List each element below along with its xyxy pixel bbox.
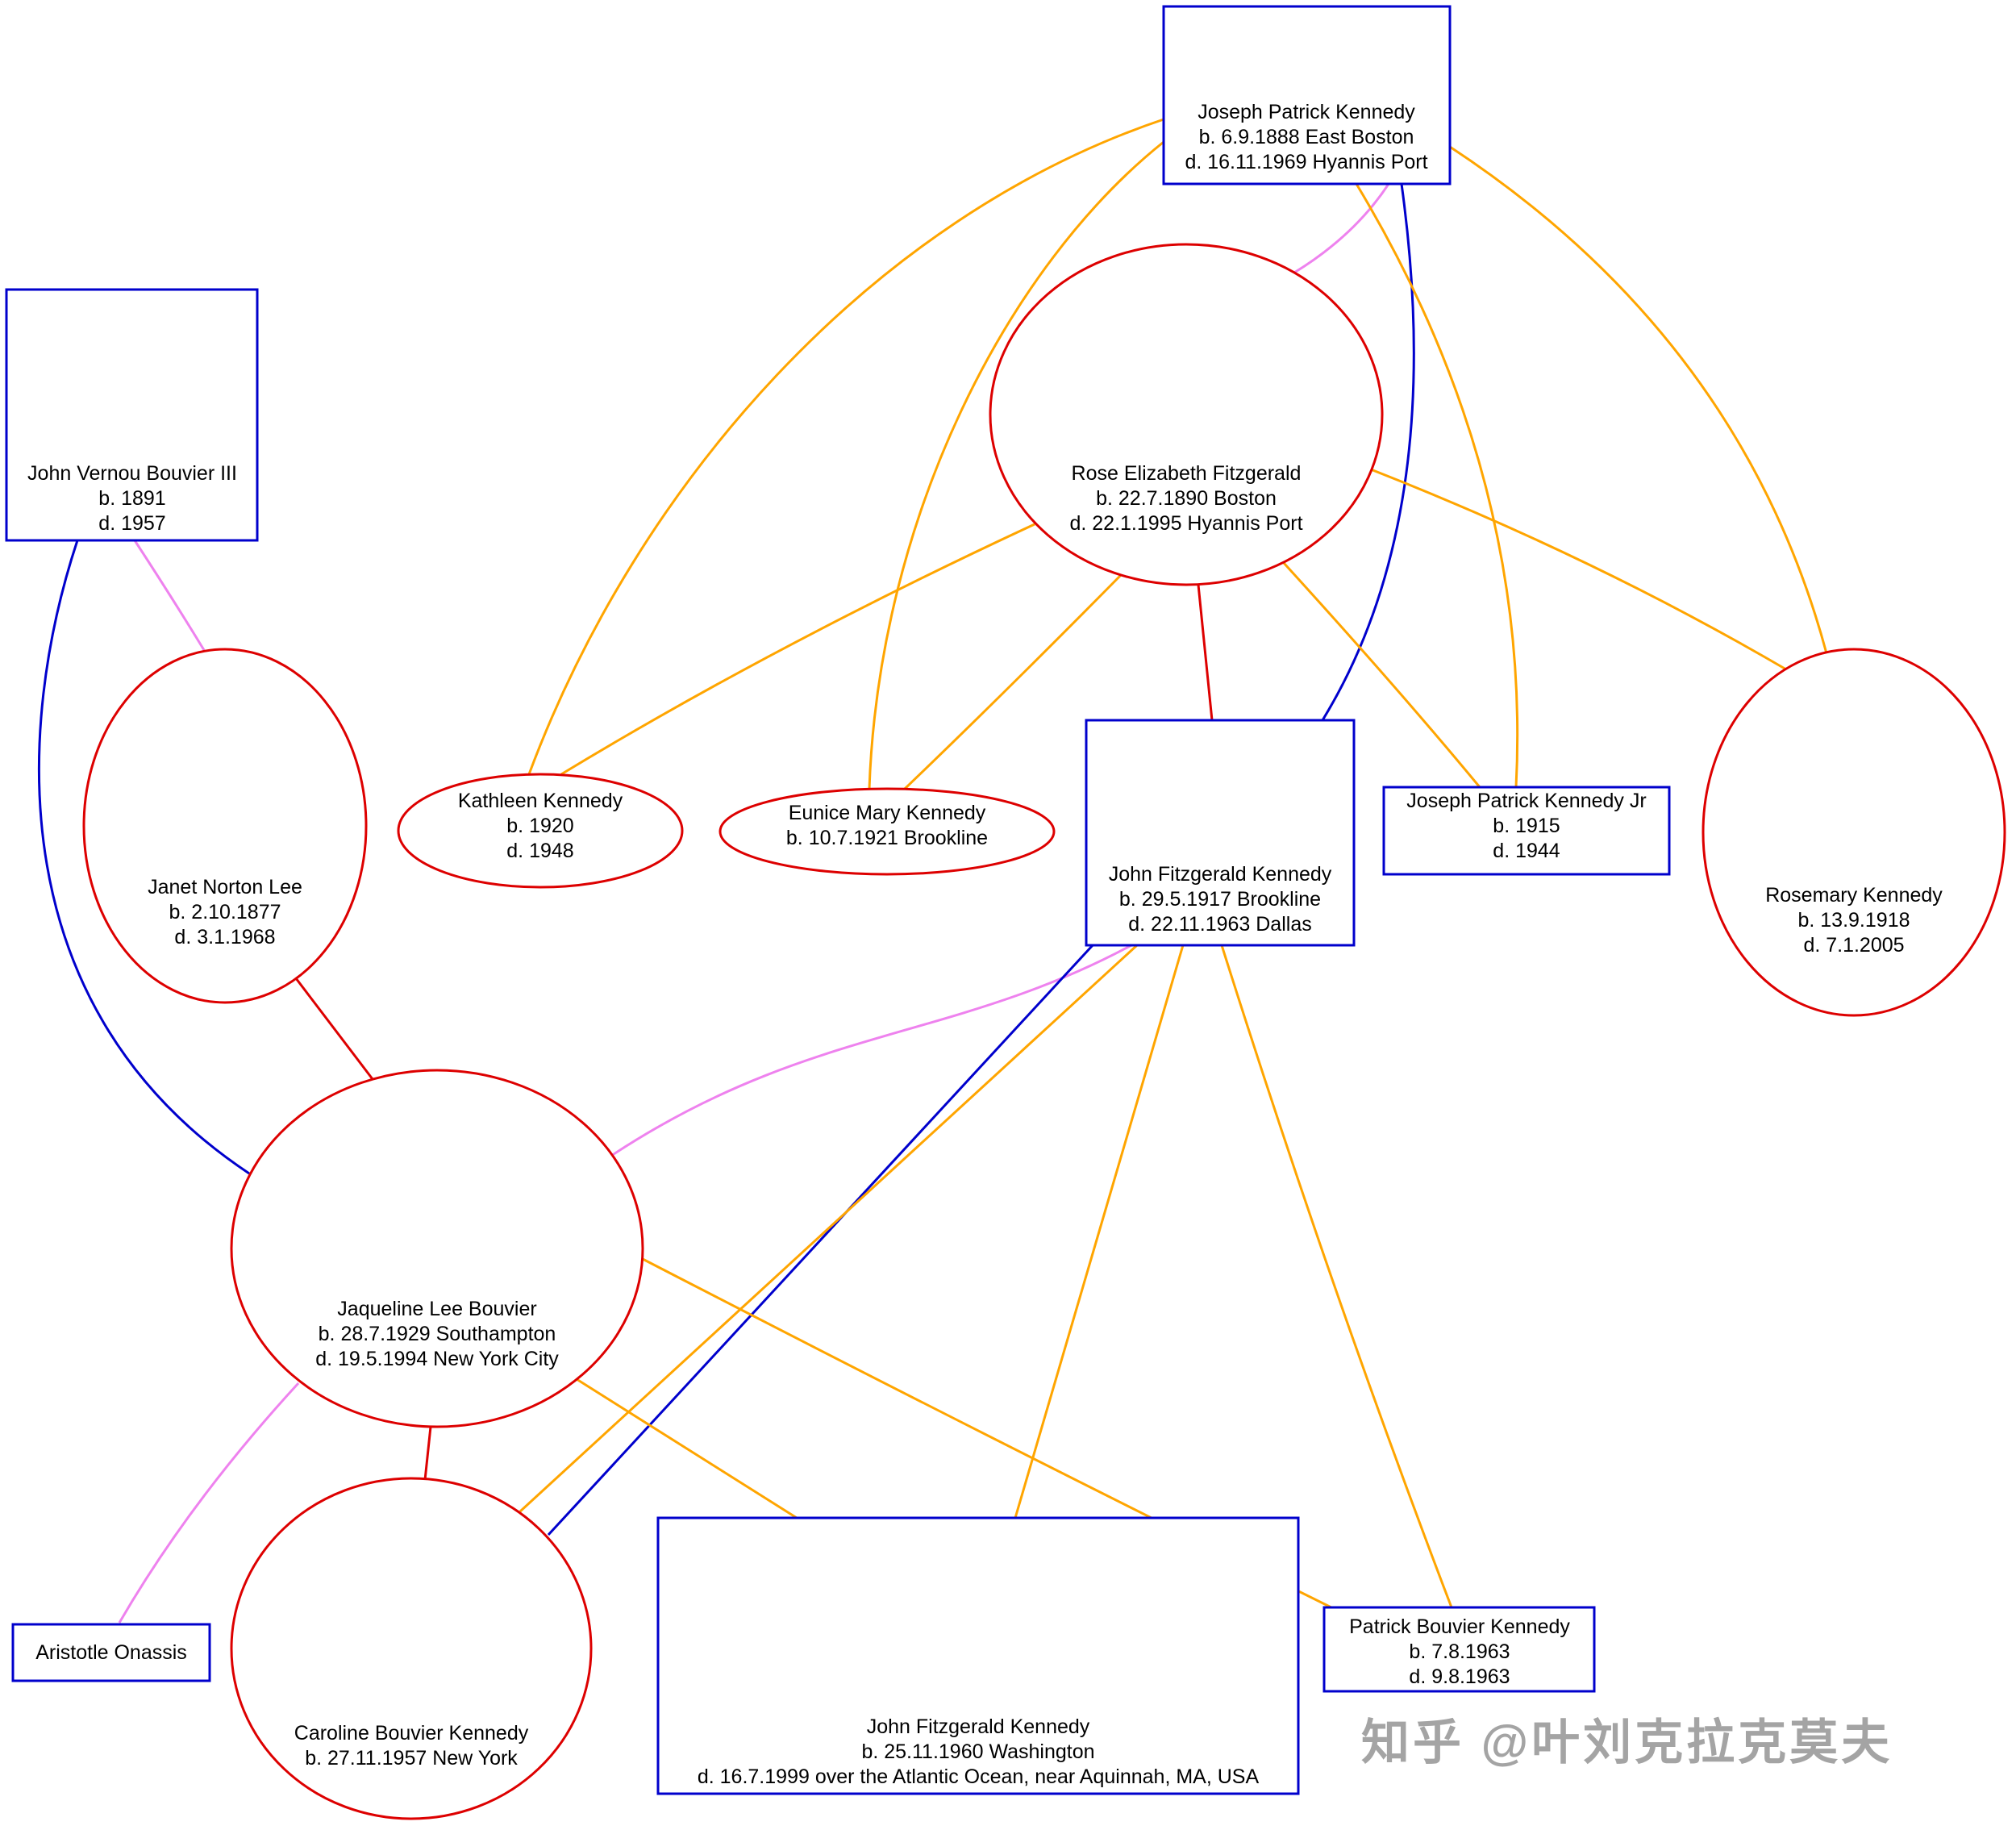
edge-rose-rosemary-orange (1370, 468, 1787, 671)
node-shape-kathleen-kennedy[interactable] (397, 773, 684, 889)
node-layer (5, 5, 2006, 1820)
edge-johnvernou-jaqueline-blue (38, 540, 250, 1175)
edge-rose-eunice-orange (903, 573, 1123, 790)
node-shape-eunice-mary-kennedy[interactable] (719, 787, 1056, 876)
node-shape-john-fitzgerald-kennedy-jr[interactable] (656, 1516, 1300, 1795)
edge-janet-jaqueline-red (294, 978, 374, 1080)
edge-rose-kathleen-orange (560, 523, 1035, 776)
node-shape-aristotle-onassis[interactable] (11, 1623, 211, 1682)
node-shape-joseph-patrick-kennedy-jr[interactable] (1382, 786, 1671, 876)
edge-jfk-caroline-orange (519, 944, 1139, 1513)
node-shape-caroline-bouvier-kennedy[interactable] (230, 1477, 593, 1820)
edge-josephpk-rosemary-orange (1449, 145, 1828, 654)
node-shape-jaqueline-lee-bouvier[interactable] (230, 1069, 644, 1428)
edge-rose-josephjr-orange (1282, 561, 1481, 788)
edge-jaqueline-jfkjr-orange (576, 1378, 798, 1519)
node-shape-john-fitzgerald-kennedy[interactable] (1085, 719, 1356, 947)
edge-josephpk-eunice-orange (868, 140, 1164, 790)
node-shape-patrick-bouvier-kennedy[interactable] (1322, 1606, 1596, 1693)
edge-jfk-caroline-blue (547, 944, 1094, 1536)
edge-josephpk-josephjr-orange (1355, 183, 1519, 788)
edge-jfk-jfkjr-orange (1014, 944, 1185, 1519)
edge-jfk-jaqueline-pink (608, 944, 1132, 1159)
node-shape-joseph-patrick-kennedy[interactable] (1162, 5, 1452, 186)
node-shape-rosemary-kennedy[interactable] (1702, 648, 2006, 1017)
node-shape-janet-norton-lee[interactable] (82, 648, 368, 1004)
edge-johnvernou-janet-pink (133, 540, 206, 651)
edge-rose-jfk-red (1197, 584, 1214, 721)
edge-jaqueline-onassis-pink (118, 1382, 300, 1624)
edge-jaqueline-caroline-red (423, 1426, 432, 1481)
zhihu-watermark: 知乎 @叶刘克拉克莫夫 (1361, 1715, 1893, 1770)
edge-josephpk-kathleen-orange (527, 118, 1164, 775)
node-shape-john-vernou-bouvier[interactable] (5, 288, 259, 542)
node-shape-rose-elizabeth-fitzgerald[interactable] (989, 243, 1384, 586)
edge-jfk-patrick-orange (1220, 944, 1453, 1608)
edge-josephpk-rose-pink (1293, 183, 1390, 274)
